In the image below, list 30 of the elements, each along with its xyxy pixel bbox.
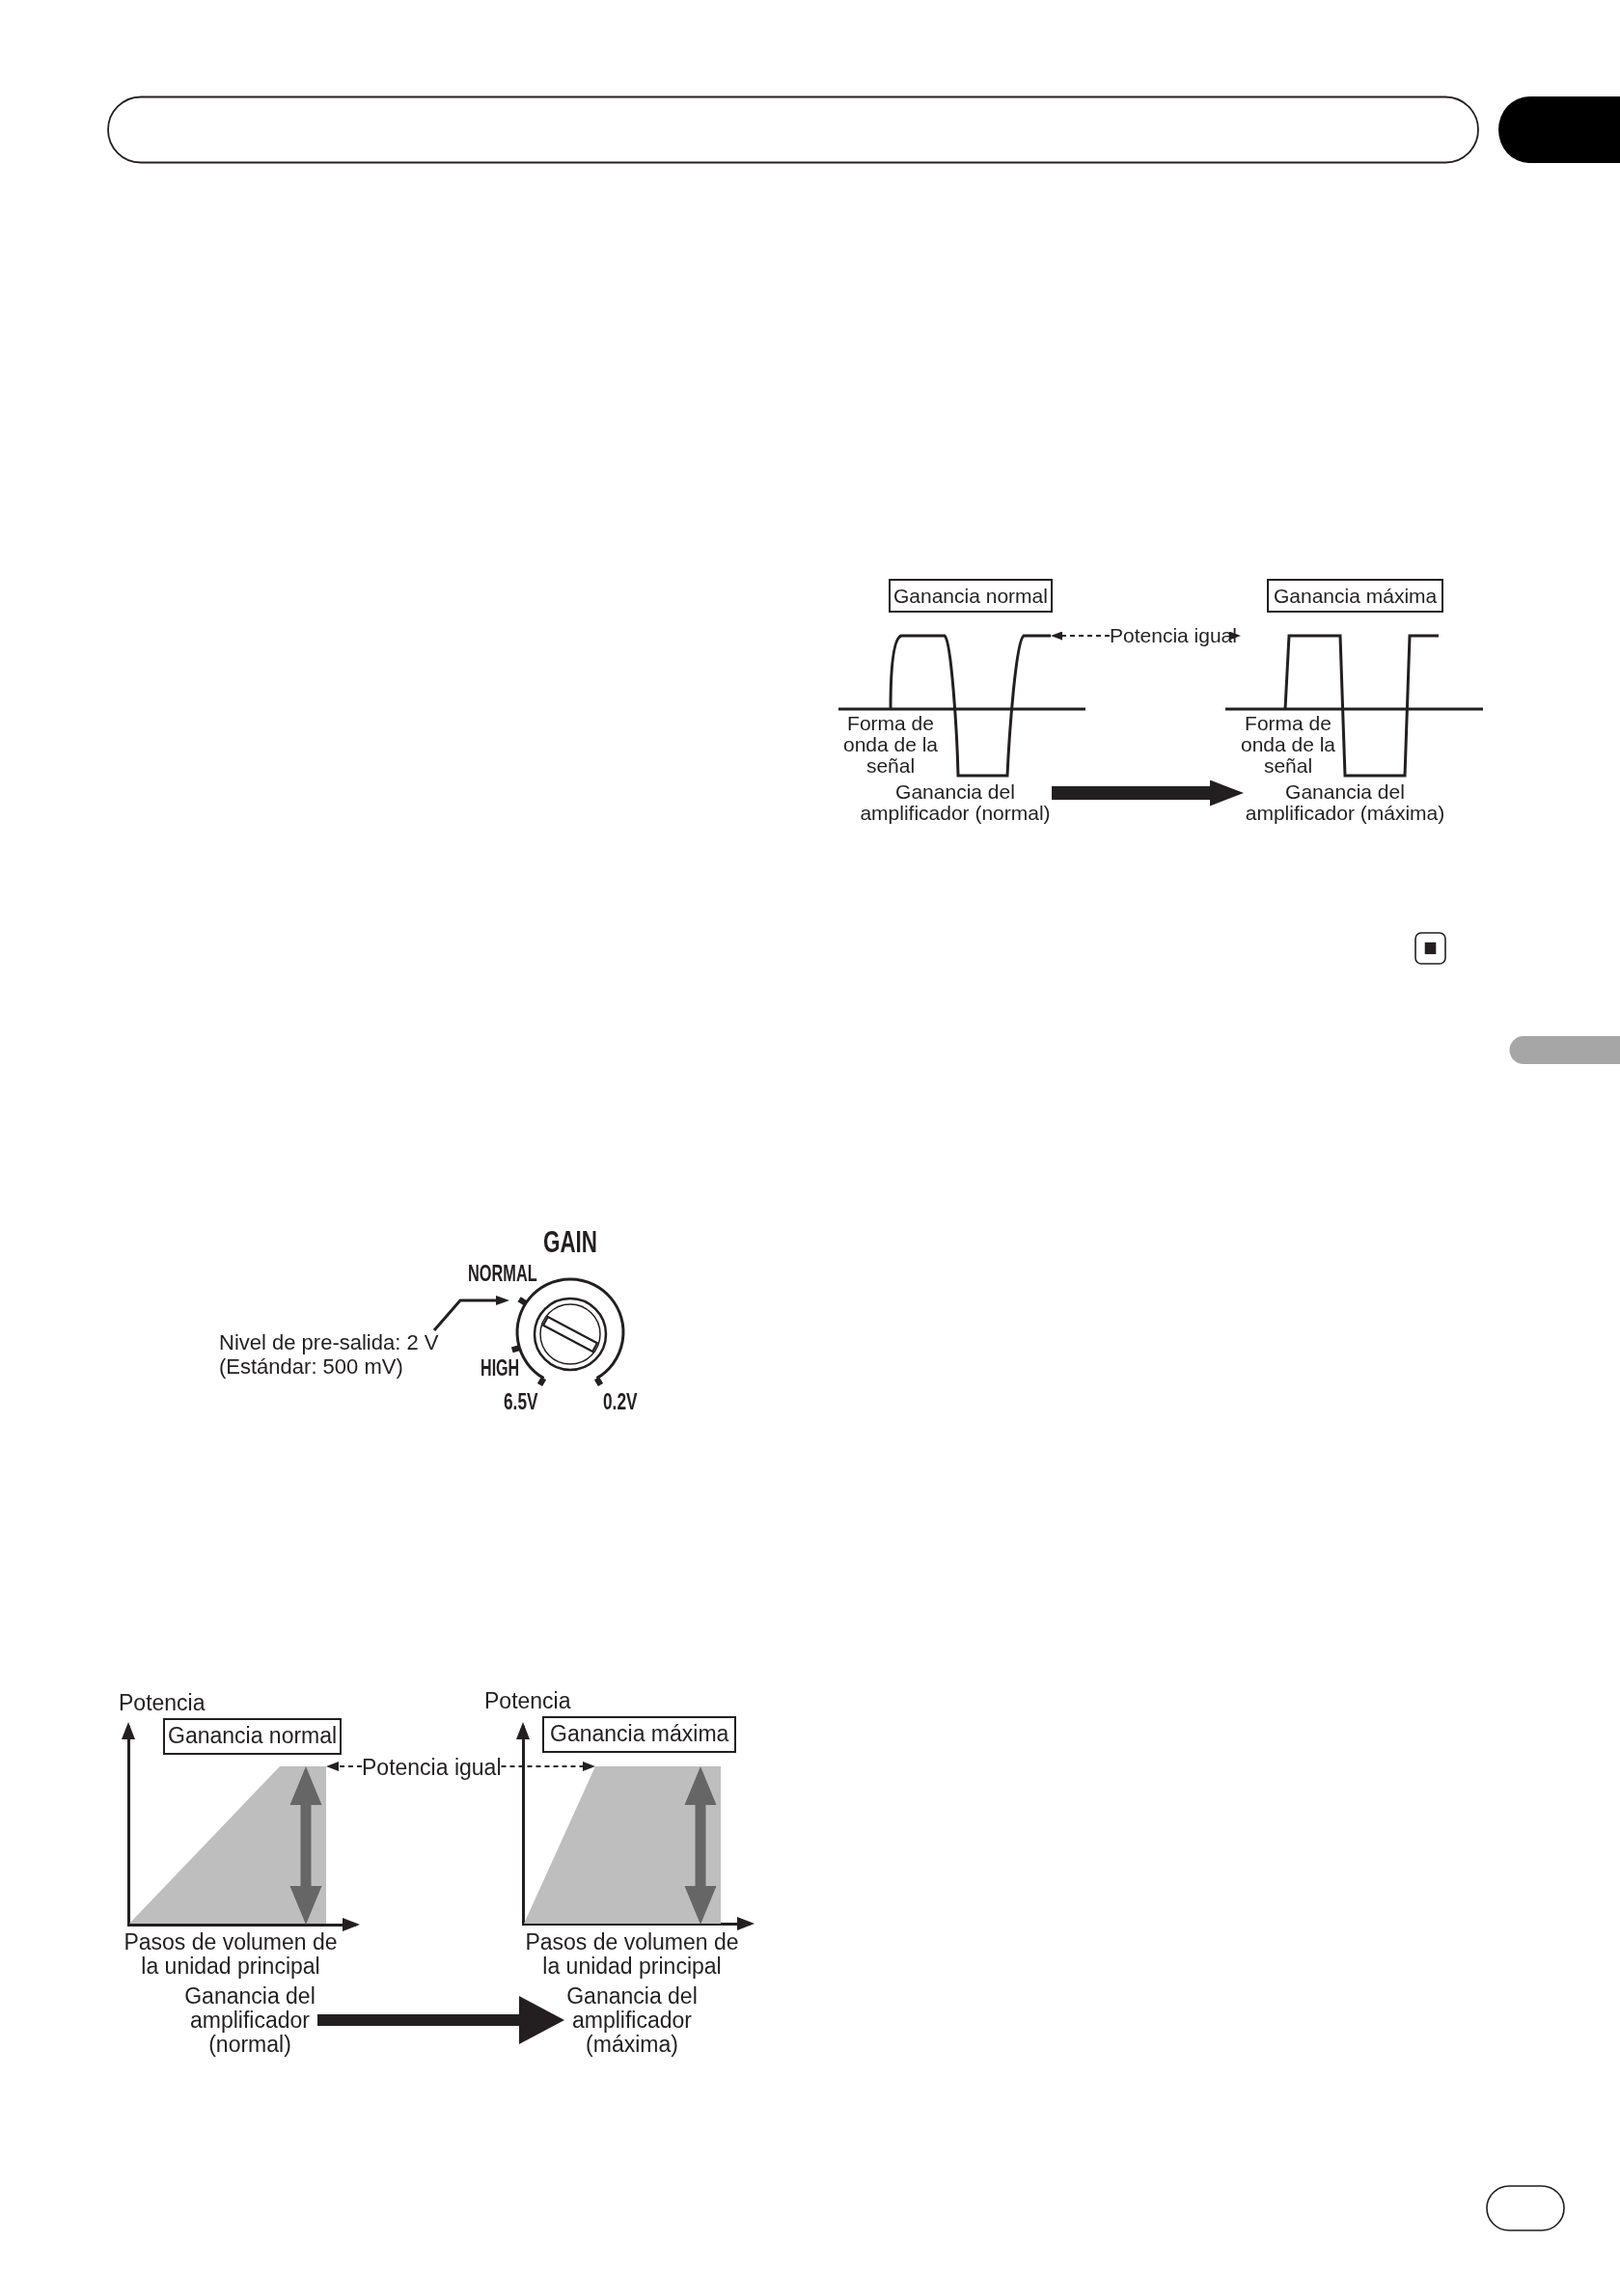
scale-label: NORMAL: [468, 1263, 537, 1285]
scale-value: 0.2V: [603, 1391, 638, 1413]
waveform-label: Forma de onda de la señal: [1239, 713, 1337, 777]
axis-label: Pasos de volumen de la unidad principal: [123, 1930, 339, 1979]
scale-value: 6.5V: [504, 1391, 538, 1413]
dashed-arrow: [1051, 631, 1111, 641]
axis-label: Potencia: [484, 1689, 571, 1713]
dashed-arrow: [1229, 631, 1241, 641]
block-arrow: [317, 1996, 564, 2044]
heading-box: Ganancia máxima: [1267, 579, 1444, 614]
caption: Ganancia del amplificador (normal): [182, 1984, 317, 2057]
knob-label: GAIN: [543, 1226, 597, 1257]
block-arrow: [1052, 779, 1244, 806]
scale-label: HIGH: [481, 1357, 520, 1380]
heading-box: Ganancia máxima: [542, 1716, 737, 1753]
axis-label: Pasos de volumen de la unidad principal: [524, 1930, 740, 1979]
callout-text: Nivel de pre-salida: 2 V (Estándar: 500 mV): [219, 1330, 443, 1379]
annotation-text: Potencia igual: [362, 1756, 502, 1780]
dashed-arrow: [500, 1762, 595, 1771]
shaded-area: [524, 1766, 721, 1925]
waveform-label: Forma de onda de la señal: [841, 713, 940, 777]
caption: Ganancia del amplificador (máxima): [1244, 781, 1446, 824]
axis-label: Potencia: [119, 1691, 206, 1715]
leader-arrow: [432, 1296, 509, 1331]
heading-box: Ganancia normal: [163, 1718, 343, 1755]
dashed-arrow: [326, 1762, 363, 1771]
shaded-area: [129, 1766, 326, 1925]
heading-box: Ganancia normal: [889, 579, 1053, 614]
caption: Ganancia del amplificador (normal): [859, 781, 1052, 824]
caption: Ganancia del amplificador (máxima): [564, 1984, 700, 2057]
